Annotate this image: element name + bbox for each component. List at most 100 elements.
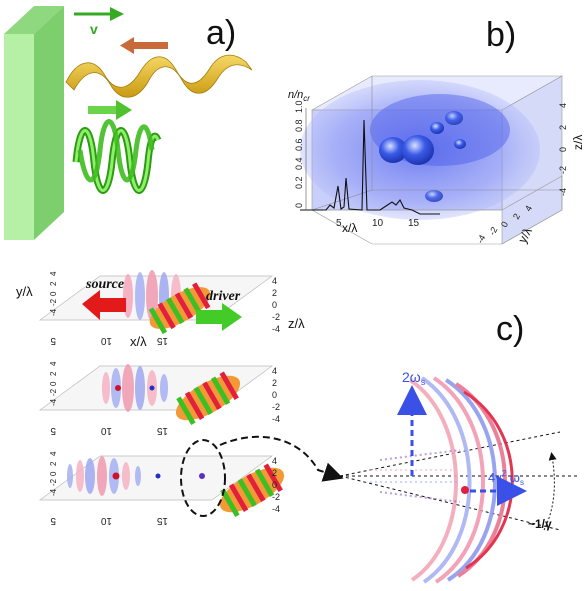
panel-a-label: a) [206, 14, 236, 52]
source-label: source [85, 277, 124, 292]
c-side-tick-label: 0 [272, 480, 277, 490]
incident-wave [72, 119, 162, 194]
c-side-tick-label: 4 [272, 366, 277, 376]
radiation-cone: 2ωs 4γ2 ωs ~1/γ [339, 369, 580, 584]
mirror-wall-front [4, 34, 34, 240]
density-box [300, 75, 564, 245]
z-tick-label: -4 [558, 188, 568, 196]
c-left-tick-label: 4 [49, 361, 58, 366]
x-axis: 5 10 15 x/λ [336, 218, 420, 235]
c-z-axis-label: z/λ [288, 316, 305, 331]
n-tick-label: 0.2 [294, 176, 304, 189]
density-blob [454, 139, 466, 149]
c-side-tick-label: 0 [272, 300, 277, 310]
driver-arrow [196, 303, 242, 331]
incident-arrow-body [88, 106, 116, 114]
c-side-tick-label: 0 [272, 390, 277, 400]
c-left-tick-label: 4 [49, 451, 58, 456]
c-side-tick-label: 2 [272, 378, 277, 388]
slice-plane-top: source driver [38, 270, 274, 335]
c-left-tick-label: 2 [49, 371, 58, 376]
c-left-tick-label: -4 [49, 308, 58, 316]
c-left-tick-label: -2 [49, 478, 58, 486]
y-tick-label: 4 [523, 204, 534, 213]
c-side-ticks: 442200-2-2-4-4442200-2-2-4-4442200-2-2-4… [49, 271, 280, 514]
density-blob [425, 190, 443, 202]
n-axis-label: n/ncr [288, 89, 310, 103]
zoom-arrow [219, 435, 344, 482]
c-left-tick-label: -2 [49, 388, 58, 396]
n-tick-label: 0.8 [294, 119, 304, 132]
c-side-tick-label: -4 [272, 324, 280, 334]
c-left-tick-label: 2 [49, 461, 58, 466]
incident-arrow-head [116, 100, 132, 120]
x-tick-label: 5 [336, 218, 342, 229]
c-left-tick-label: 0 [49, 291, 58, 296]
z-tick-label: 4 [558, 103, 568, 108]
c-x-tick-label: 10 [100, 425, 112, 436]
density-blob [379, 137, 407, 163]
c-x-tick-label: 5 [50, 335, 56, 346]
harmonic-forward-label: 4γ2 ωs [488, 469, 524, 487]
c-left-tick-label: 0 [49, 471, 58, 476]
velocity-label: v [90, 21, 98, 37]
reflected-arrow-head [120, 37, 134, 54]
density-blob [402, 135, 434, 165]
source-arrow [82, 290, 126, 320]
c-left-tick-label: -4 [49, 398, 58, 406]
n-axis: n/ncr 0 0.2 0.4 0.6 0.8 1.0 [288, 89, 310, 210]
c-x-tick-label: 5 [50, 515, 56, 526]
y-tick-label: 0 [499, 220, 510, 229]
c-side-tick-label: -2 [272, 402, 280, 412]
c-side-tick-label: -2 [272, 492, 280, 502]
n-tick-label: 0.4 [294, 157, 304, 170]
c-side-tick-label: 2 [272, 288, 277, 298]
n-tick-label: 1.0 [294, 100, 304, 113]
mirror-wall-top [34, 6, 64, 240]
driver-label: driver [206, 289, 241, 304]
y-axis-label: y/λ [515, 225, 535, 245]
panel-a: v a) [4, 6, 253, 240]
z-tick-label: 2 [558, 125, 568, 130]
panel-c: c) [16, 270, 580, 584]
c-side-tick-label: 2 [272, 468, 277, 478]
n-tick-label: 0.6 [294, 138, 304, 151]
c-side-tick-label: -4 [272, 414, 280, 424]
panel-b: b) n/ncr 00.20.40.60.81. [288, 16, 585, 245]
c-x-tick-label: 10 [100, 335, 112, 346]
slice-plane-middle [38, 364, 274, 425]
harmonic-up-label: 2ωs [402, 369, 426, 387]
c-x-tick-label: 10 [100, 515, 112, 526]
c-left-tick-label: 4 [49, 271, 58, 276]
c-side-tick-label: 4 [272, 276, 277, 286]
y-tick-label: -4 [475, 233, 488, 245]
c-x-tick-label: 15 [156, 515, 168, 526]
angle-label: ~1/γ [528, 517, 552, 531]
c-y-axis-label: y/λ [16, 284, 33, 299]
c-x-tick-label: 15 [156, 425, 168, 436]
x-tick-label: 10 [372, 218, 384, 229]
c-left-tick-label: -2 [49, 298, 58, 306]
y-tick-label: 2 [511, 212, 522, 221]
x-tick-label: 15 [408, 218, 420, 229]
panel-c-label: c) [496, 310, 524, 348]
c-side-tick-label: -4 [272, 504, 280, 514]
density-blob [445, 111, 463, 125]
c-left-tick-label: 0 [49, 381, 58, 386]
c-side-tick-label: 4 [272, 456, 277, 466]
n-tick-label: 0 [294, 203, 304, 208]
c-x-tick-label: 5 [50, 425, 56, 436]
c-x-tick-label: 15 [156, 335, 168, 346]
y-tick-label: -2 [487, 225, 500, 237]
c-side-tick-label: -2 [272, 312, 280, 322]
c-x-ticks: 5 10 15 5 10 15 5 10 15 [50, 335, 168, 526]
panel-b-label: b) [486, 16, 516, 54]
c-x-axis-label: x/λ [130, 334, 147, 349]
density-profile [300, 119, 440, 215]
reflected-wave-ribbon [65, 54, 253, 98]
x-axis-label: x/λ [342, 221, 357, 235]
slice-plane-bottom [38, 435, 344, 517]
